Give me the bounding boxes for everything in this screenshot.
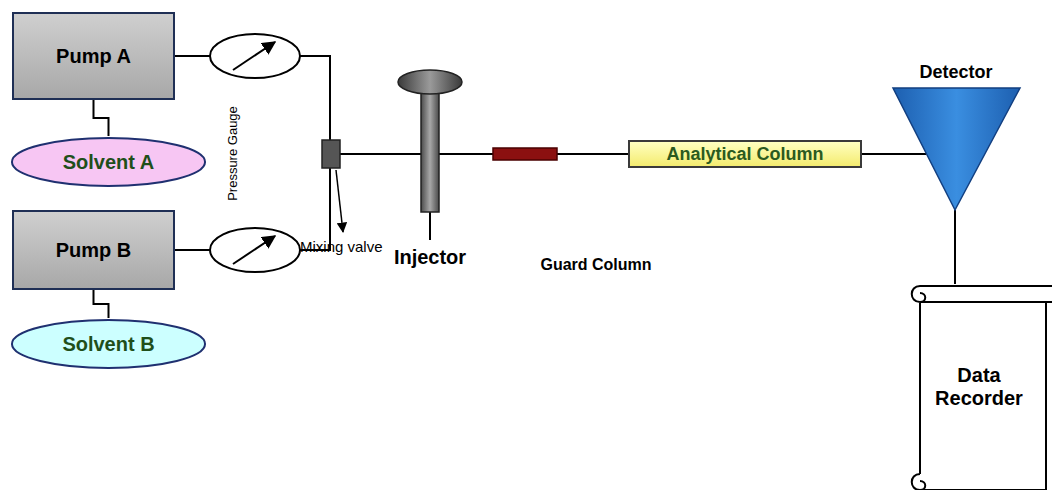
pump-box: Pump A — [12, 12, 175, 100]
solvent-reservoir: Solvent B — [10, 318, 207, 370]
node-label: Data Recorder — [929, 364, 1029, 410]
guard-column — [493, 148, 557, 160]
pressure-gauge — [210, 228, 300, 272]
node-label: Pump B — [56, 239, 132, 262]
pressure-gauge — [210, 34, 300, 78]
connector — [94, 290, 109, 318]
node-label: Solvent B — [62, 333, 154, 356]
tubing — [175, 56, 955, 284]
connector — [94, 100, 109, 136]
part-label: Mixing valve — [300, 238, 383, 255]
part-label: Detector — [919, 62, 992, 83]
analytical-column: Analytical Column — [628, 140, 862, 168]
node-label: Solvent A — [63, 151, 155, 174]
injector — [398, 70, 462, 212]
part-label: Pressure Gauge — [224, 106, 239, 201]
part-label: Injector — [394, 246, 466, 269]
mixing-valve — [322, 140, 340, 168]
node-label: Analytical Column — [666, 144, 823, 165]
leader-line — [336, 170, 343, 232]
solvent-reservoir: Solvent A — [10, 136, 207, 188]
data-recorder: Data Recorder — [906, 284, 1052, 490]
detector-symbol — [893, 88, 1020, 210]
node-label: Pump A — [56, 45, 131, 68]
pump-box: Pump B — [12, 210, 175, 290]
part-label: Guard Column — [540, 256, 651, 274]
